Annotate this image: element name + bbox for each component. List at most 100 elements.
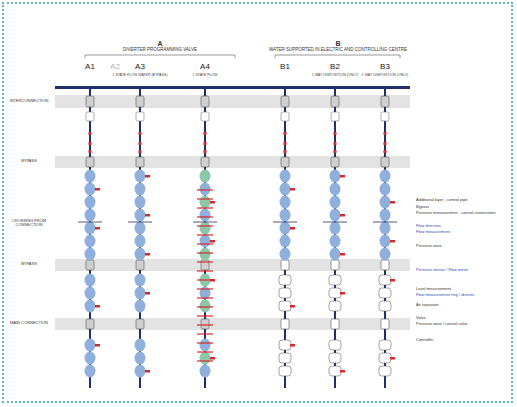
red-tick	[95, 344, 100, 347]
flow-blob	[380, 196, 391, 209]
red-tick	[340, 214, 345, 217]
flow-blob	[330, 196, 341, 209]
flow-blob	[85, 235, 96, 248]
column-label: B1	[280, 63, 290, 72]
open-element	[379, 340, 391, 350]
flow-blob	[330, 170, 341, 183]
open-element	[279, 301, 291, 311]
flow-blob	[200, 365, 211, 378]
red-bar	[197, 261, 213, 262]
flow-blob	[135, 183, 146, 196]
open-element	[379, 275, 391, 285]
open-element	[329, 301, 341, 311]
junction-marker	[86, 319, 94, 329]
flow-blob	[85, 287, 96, 300]
flow-blob	[280, 235, 291, 248]
row-label: CROSSING FROM CONNECTION	[6, 219, 52, 228]
legend-note: Flow measurement ring / diverter	[416, 293, 474, 297]
legend-note: Valve	[416, 316, 426, 320]
junction-marker	[331, 260, 339, 270]
flow-blob	[135, 365, 146, 378]
junction-marker	[331, 319, 339, 329]
flow-blob	[280, 170, 291, 183]
junction-marker	[281, 260, 289, 270]
red-tick	[340, 253, 345, 256]
red-mark	[89, 132, 92, 135]
valve-marker	[381, 112, 389, 121]
row-label: MAIN CONNECTION	[6, 321, 52, 325]
red-tick	[210, 357, 215, 360]
flow-blob	[280, 196, 291, 209]
flow-blob	[135, 235, 146, 248]
red-mark	[204, 150, 207, 153]
junction-marker	[281, 319, 289, 329]
flow-blob	[135, 287, 146, 300]
flow-blob	[330, 235, 341, 248]
red-bar	[197, 351, 213, 352]
junction-marker	[86, 260, 94, 270]
junction-marker	[381, 319, 389, 329]
flow-blob	[380, 235, 391, 248]
valve-marker	[281, 112, 289, 121]
flow-blob	[280, 183, 291, 196]
red-tick	[145, 253, 150, 256]
flow-blob	[200, 300, 211, 313]
red-mark	[334, 150, 337, 153]
red-mark	[284, 142, 287, 145]
flow-blob	[330, 183, 341, 196]
flow-blob	[330, 222, 341, 235]
red-bar	[197, 216, 213, 217]
red-bar	[197, 297, 213, 298]
flow-blob	[85, 352, 96, 365]
flow-blob	[380, 222, 391, 235]
open-element	[279, 340, 291, 350]
flow-blob	[135, 209, 146, 222]
group-title: DIVERTER PROGRAMMING VALVE	[123, 48, 197, 53]
junction-marker	[136, 157, 144, 167]
main-header-pipe	[55, 86, 410, 89]
red-bar	[197, 315, 213, 316]
red-mark	[204, 142, 207, 145]
red-mark	[89, 150, 92, 153]
red-bar	[197, 279, 213, 280]
red-mark	[284, 132, 287, 135]
junction-marker	[381, 96, 389, 107]
junction-marker	[281, 96, 289, 107]
red-tick	[145, 370, 150, 373]
junction-marker	[381, 157, 389, 167]
open-element	[379, 288, 391, 298]
red-bar	[197, 234, 213, 235]
red-tick	[340, 370, 345, 373]
cross-branch	[273, 222, 297, 223]
legend-note: Flow direction	[416, 224, 441, 228]
flow-blob	[135, 196, 146, 209]
flow-blob	[380, 170, 391, 183]
flow-blob	[85, 339, 96, 352]
red-tick	[390, 240, 395, 243]
junction-marker	[201, 96, 209, 107]
red-mark	[384, 132, 387, 135]
flow-blob	[85, 274, 96, 287]
red-bar	[197, 270, 213, 271]
junction-marker	[331, 96, 339, 107]
flow-blob	[85, 248, 96, 261]
open-element	[379, 353, 391, 363]
red-tick	[340, 292, 345, 295]
row-label: INTERCONNECTION	[6, 99, 52, 103]
red-tick	[290, 227, 295, 230]
column-label: A4	[200, 63, 210, 72]
junction-marker	[136, 96, 144, 107]
red-bar	[197, 333, 213, 334]
flow-blob	[200, 248, 211, 261]
flow-blob	[280, 209, 291, 222]
red-tick	[145, 214, 150, 217]
red-tick	[145, 175, 150, 178]
column-label: A2	[110, 63, 120, 72]
legend-note: Pressure zone / control valve	[416, 322, 468, 326]
flow-blob	[85, 196, 96, 209]
red-bar	[197, 189, 213, 190]
legend-note: Air separator	[416, 303, 439, 307]
red-mark	[139, 132, 142, 135]
flow-blob	[85, 209, 96, 222]
